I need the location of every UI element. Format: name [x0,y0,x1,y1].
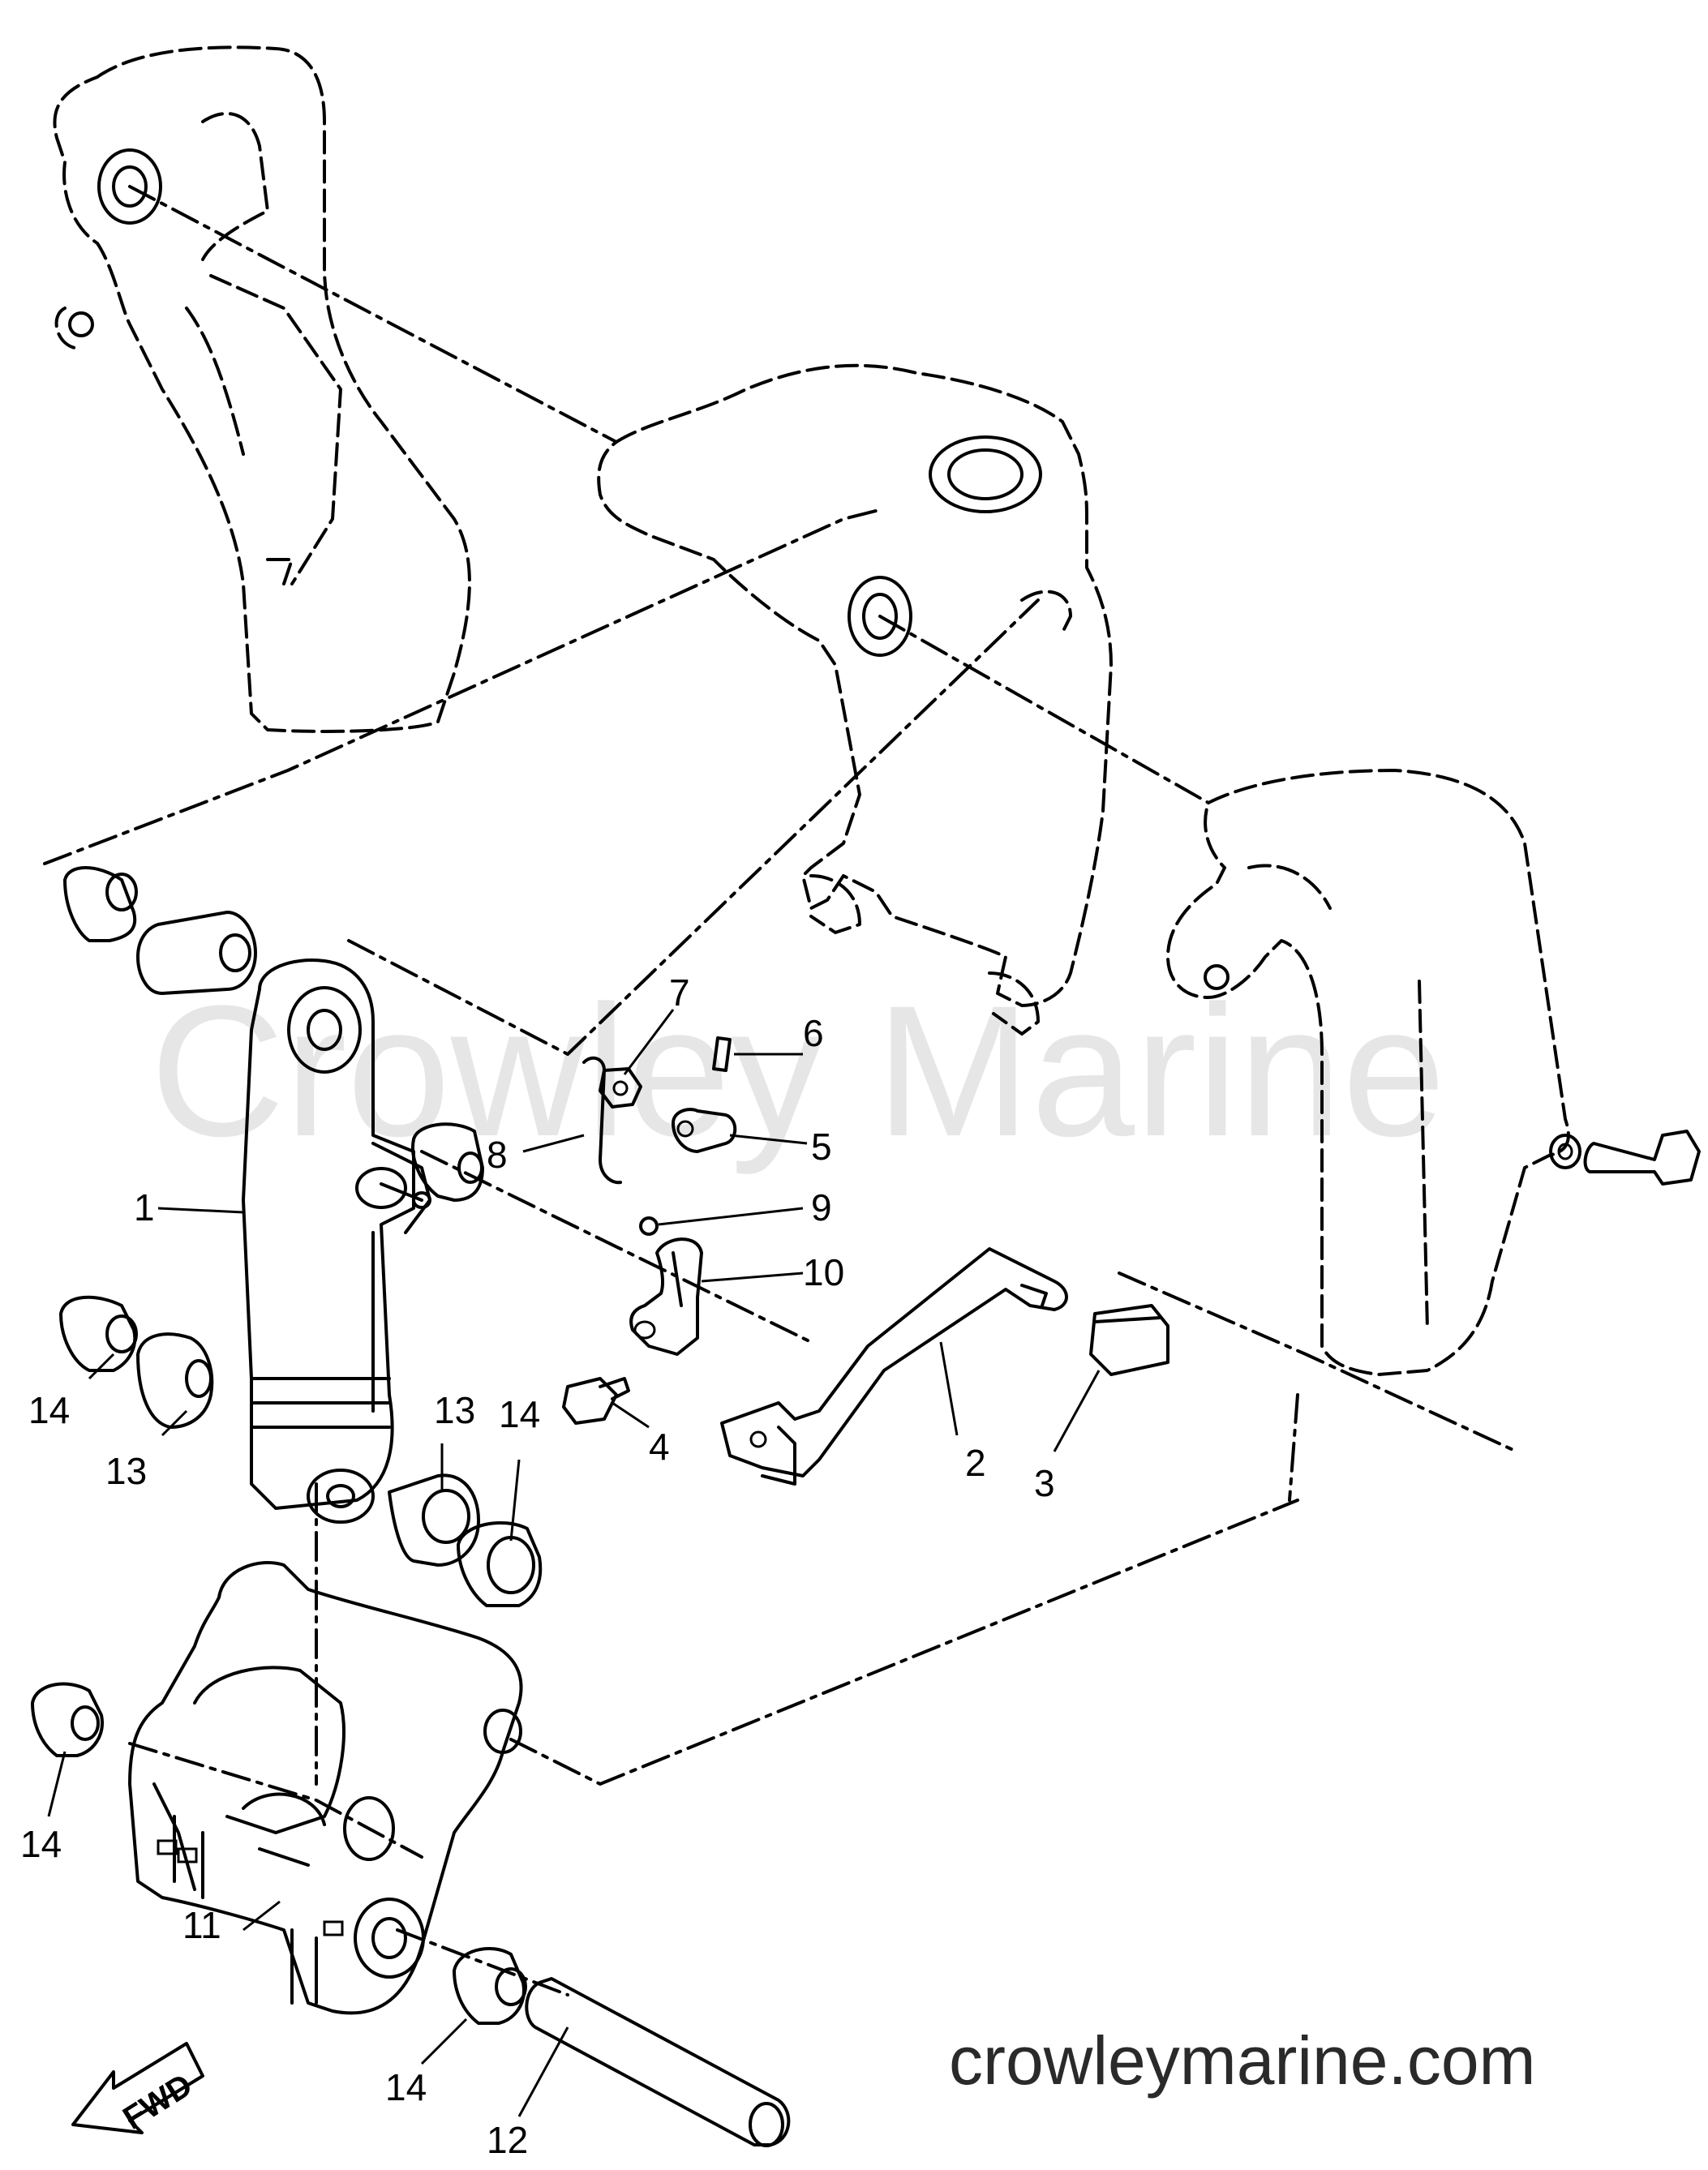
part-12-pin-rod [525,1977,791,2147]
callout-5: 5 [811,1126,832,1168]
callout-11: 11 [182,1904,221,1946]
callout-8: 8 [487,1134,508,1176]
leader-lines [47,1009,1101,2117]
lower-right-bushings [388,1473,543,1607]
part-1-tilt-cylinder [242,958,431,1524]
callout-14-left: 14 [28,1389,70,1431]
callout-9: 9 [811,1186,832,1229]
callout-14-right: 14 [499,1393,540,1435]
assembly-centerlines [43,185,1518,1996]
callout-6: 6 [803,1012,824,1054]
left-clamp-bracket [53,45,471,733]
callout-12: 12 [487,2119,528,2161]
callout-14-bracket: 14 [20,1823,62,1865]
part-11-lower-mount-bracket [128,1560,523,2015]
callout-1: 1 [134,1186,155,1229]
right-clamp-bracket [1166,769,1570,1376]
callout-7: 7 [669,971,690,1014]
callout-13-right: 13 [434,1389,475,1431]
website-label: crowleymarine.com [949,2022,1536,2099]
watermark: Crowley Marine [150,967,1446,1175]
callout-2: 2 [965,1442,986,1484]
fwd-arrow-icon: FWD [71,2042,204,2137]
callout-labels: 1 2 3 4 5 6 7 8 9 10 11 12 13 13 14 14 1… [20,971,1055,2161]
callout-3: 3 [1034,1462,1055,1504]
lower-left-bushings [59,1295,214,1429]
upper-bushing-set [63,866,484,1202]
small-hardware [562,1036,1701,1486]
callout-14-bottom: 14 [385,2066,427,2108]
callout-4: 4 [649,1426,670,1468]
swivel-bracket [597,363,1113,1036]
callout-13-left: 13 [105,1450,147,1492]
bracket-bushings [31,1682,527,2025]
callout-10: 10 [803,1251,844,1293]
